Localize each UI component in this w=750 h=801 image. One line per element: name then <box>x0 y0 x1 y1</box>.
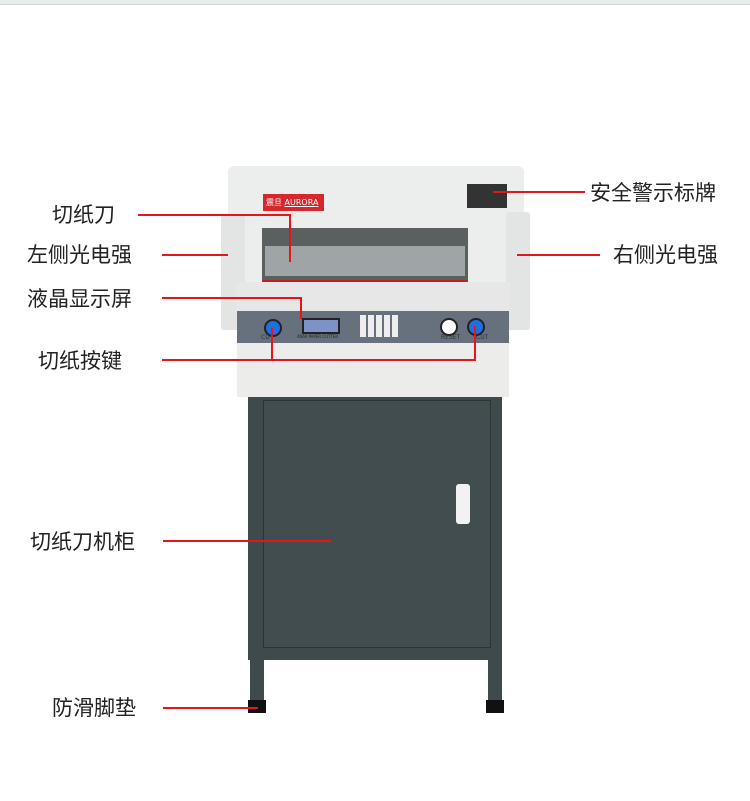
cut-right-label: CUT <box>476 334 489 341</box>
left-foot-pad <box>248 700 266 713</box>
label-warning-sign: 安全警示标牌 <box>590 181 716 205</box>
label-buttons: 切纸按键 <box>38 349 122 373</box>
cut-button-right[interactable] <box>467 318 485 336</box>
callout-line-right-sensor <box>517 254 600 256</box>
label-cabinet: 切纸刀机柜 <box>30 530 135 554</box>
reset-button[interactable] <box>440 318 458 336</box>
brand-en: AURORA <box>284 198 319 207</box>
keypad[interactable] <box>360 315 400 337</box>
left-leg <box>250 660 264 705</box>
lcd-screen <box>302 318 340 334</box>
model-label: 4660 PAPER CUTTER <box>297 334 339 339</box>
cut-button-left[interactable] <box>264 319 282 337</box>
label-feet: 防滑脚垫 <box>52 696 136 720</box>
callout-line-lcd <box>162 297 302 299</box>
reset-label: RESET <box>441 334 461 341</box>
blade <box>265 246 465 276</box>
callout-line-feet <box>163 707 258 709</box>
callout-line-warning <box>493 191 585 193</box>
callout-line-cabinet <box>163 540 331 542</box>
warning-sign <box>467 184 507 208</box>
label-right-sensor: 右侧光电强 <box>613 243 718 267</box>
right-foot-pad <box>486 700 504 713</box>
cut-left-label: CUT <box>261 334 274 341</box>
label-lcd: 液晶显示屏 <box>27 287 132 311</box>
callout-line-buttons <box>162 359 476 361</box>
brand-logo: 震旦 AURORA <box>263 194 324 211</box>
callout-line-lcd-v <box>300 297 302 319</box>
callout-line-buttons-right-v <box>474 326 476 360</box>
base-housing <box>237 343 509 397</box>
brand-cn: 震旦 <box>266 198 282 207</box>
right-leg <box>488 660 502 705</box>
door-handle[interactable] <box>456 484 470 524</box>
callout-line-blade <box>138 214 291 216</box>
label-left-sensor: 左侧光电强 <box>27 243 132 267</box>
label-blade: 切纸刀 <box>52 203 115 227</box>
callout-line-blade-v <box>289 214 291 262</box>
callout-line-left-sensor <box>162 254 228 256</box>
cabinet-door <box>263 400 491 648</box>
right-sensor-column <box>506 212 530 330</box>
callout-line-buttons-left-v <box>271 328 273 360</box>
top-bar <box>0 0 750 5</box>
